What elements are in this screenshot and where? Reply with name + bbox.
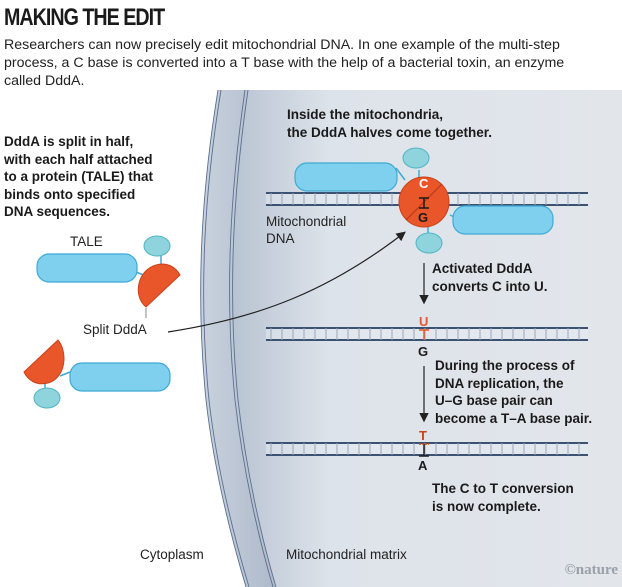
nature-credit: ©nature: [564, 562, 618, 578]
base-u: U: [419, 314, 429, 329]
dna-strand-step2: [266, 327, 588, 341]
matrix-label: Mitochondrial matrix: [286, 547, 407, 562]
dna-strand-step3: [266, 442, 588, 456]
base-c: C: [419, 176, 429, 191]
page-title: MAKING THE EDIT: [4, 4, 165, 31]
cytoplasm-label: Cytoplasm: [140, 547, 204, 562]
knob-bottom: [33, 387, 61, 409]
inside-caption: Inside the mitochondria, the DddA halves…: [287, 107, 493, 140]
tale-label: TALE: [70, 234, 103, 249]
ddda-half-top: [137, 263, 181, 308]
activated-caption: Activated DddA converts C into U.: [432, 261, 548, 294]
tale-ddda-bottom: [23, 339, 171, 409]
mito-dna-label: Mitochondrial DNA: [266, 214, 347, 246]
base-a: A: [418, 458, 428, 473]
intro-text: Researchers can now precisely edit mitoc…: [4, 37, 565, 89]
tale-protein-bottom: [69, 362, 171, 392]
knob-bottom-combined: [415, 232, 443, 254]
base-g-step1: G: [418, 210, 429, 225]
replication-caption: During the process of DNA replication, t…: [435, 358, 593, 426]
knob-top-combined: [402, 147, 430, 169]
knob-top: [143, 235, 171, 257]
tale-protein-top: [36, 253, 138, 283]
complete-caption: The C to T conversion is now complete.: [432, 481, 574, 514]
split-ddda-label: Split DddA: [83, 322, 147, 337]
dna-fill: [266, 444, 588, 454]
split-caption: DddA is split in half, with each half at…: [4, 134, 153, 219]
split-arrow: [167, 231, 406, 333]
base-t: T: [419, 428, 427, 443]
outer-membrane: [200, 90, 276, 587]
tale-protein-right: [452, 205, 554, 235]
dna-fill: [266, 329, 588, 339]
membrane-lines: [200, 89, 277, 587]
base-g-step2: G: [418, 344, 429, 359]
ddda-half-bottom: [23, 339, 65, 385]
tale-protein-left: [294, 162, 398, 192]
tale-ddda-top: [36, 235, 181, 318]
combined-complex: [294, 147, 554, 254]
